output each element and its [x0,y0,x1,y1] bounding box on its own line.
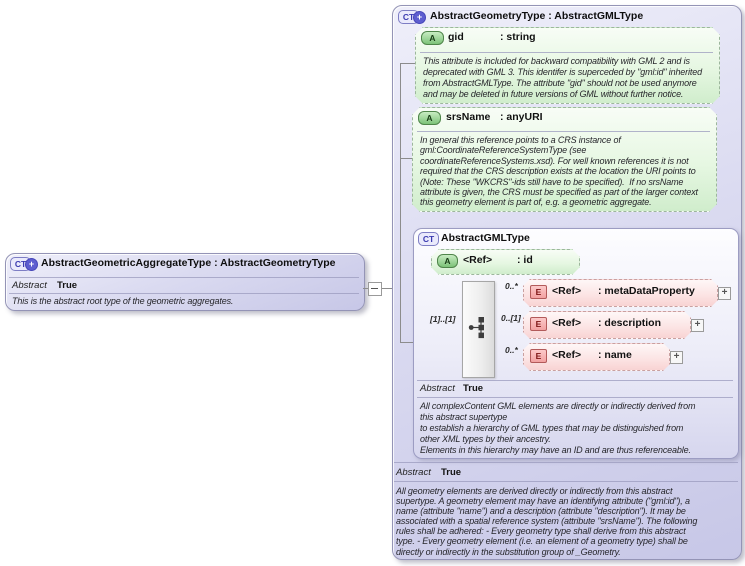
left-type-doc: This is the abstract root type of the ge… [12,296,234,306]
separator [394,481,738,482]
abstract-value: True [463,383,484,394]
attribute-name: gid [448,31,464,43]
element-type: : name [598,349,632,361]
element-box-description[interactable] [523,311,691,339]
attribute-icon: A [437,254,458,268]
element-type: : metaDataProperty [598,285,695,297]
inner-type-title: AbstractGMLType [441,232,530,244]
abstract-label: Abstract [420,383,455,394]
attribute-type: : id [517,254,533,266]
separator [417,131,710,132]
cardinality-label: 0..* [505,345,518,355]
expand-button[interactable]: + [691,319,704,332]
inner-type-doc: All complexContent GML elements are dire… [420,401,696,455]
attribute-type: : string [500,31,536,43]
attribute-name: srsName [446,111,491,123]
minus-icon [371,288,378,289]
separator [9,293,359,294]
abstract-label: Abstract [12,280,47,291]
attribute-doc: This attribute is included for backward … [423,56,702,99]
tree-line [400,63,401,342]
right-type-doc: All geometry elements are derived direct… [396,486,698,557]
expand-button[interactable]: + [718,287,731,300]
cardinality-label: 0..* [505,281,518,291]
tree-line [400,158,413,159]
tree-line [400,63,416,64]
separator [9,277,359,278]
element-name: <Ref> [552,349,582,361]
tree-line [400,342,414,343]
left-complex-type-box[interactable] [5,253,365,311]
separator [417,397,733,398]
complex-type-icon: CT [418,232,439,246]
collapse-toggle[interactable] [368,282,382,296]
right-type-title: AbstractGeometryType : AbstractGMLType [430,10,644,22]
cardinality-label: 0..[1] [501,313,521,323]
attribute-icon: A [421,31,444,45]
sequence-icon [468,317,484,339]
element-icon: E [530,285,547,299]
element-box-metadataproperty[interactable] [523,279,718,307]
abstract-value: True [441,467,462,478]
left-type-title: AbstractGeometricAggregateType : Abstrac… [41,257,336,269]
attribute-box-srsname[interactable] [412,107,717,212]
cardinality-label: [1]..[1] [430,314,456,324]
element-name: <Ref> [552,285,582,297]
separator [394,462,738,463]
element-type: : description [598,317,662,329]
abstract-label: Abstract [396,467,431,478]
attribute-box-gid[interactable] [415,27,720,104]
element-name: <Ref> [552,317,582,329]
separator [420,52,713,53]
attribute-doc: In general this reference points to a CR… [420,135,698,208]
element-box-name[interactable] [523,343,670,371]
plus-badge-icon: + [413,11,426,24]
plus-badge-icon: + [25,258,38,271]
element-icon: E [530,349,547,363]
attribute-icon: A [418,111,441,125]
attribute-name: <Ref> [463,254,493,266]
abstract-value: True [57,280,78,291]
attribute-type: : anyURI [500,111,543,123]
expand-button[interactable]: + [670,351,683,364]
separator [417,380,733,381]
element-icon: E [530,317,547,331]
